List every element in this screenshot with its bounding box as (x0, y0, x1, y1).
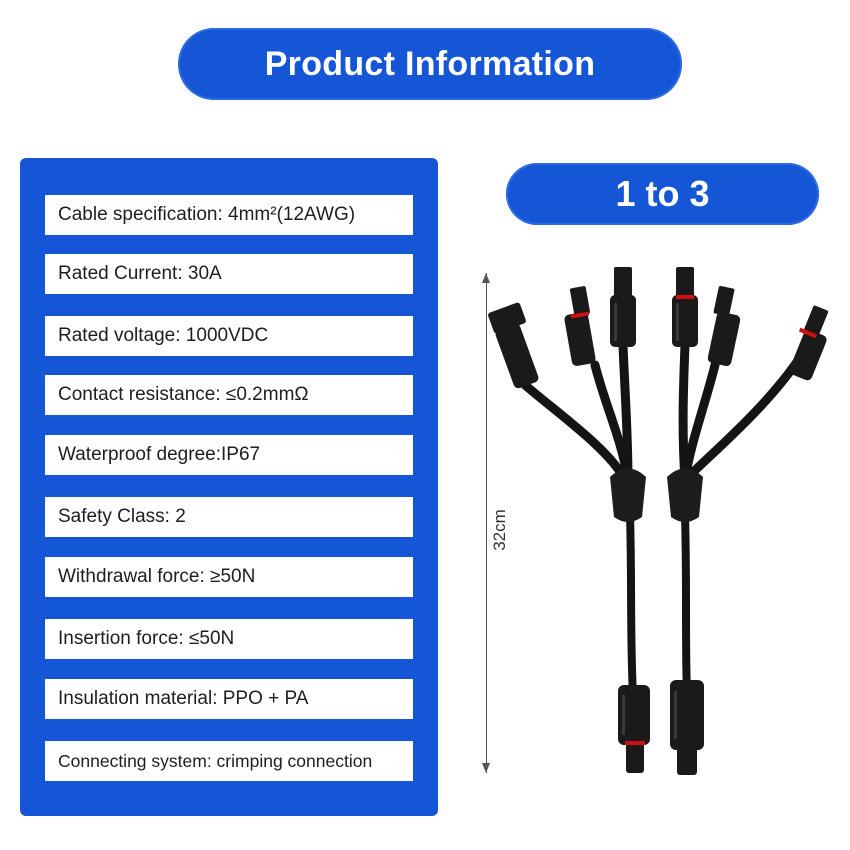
spec-rated-current: Rated Current: 30A (45, 254, 413, 294)
top-seals (570, 295, 818, 339)
ratio-badge: 1 to 3 (506, 163, 819, 225)
dimension-line (486, 273, 487, 773)
y-junction-left (610, 468, 646, 522)
spec-cable-specification: Cable specification: 4mm²(12AWG) (45, 195, 413, 235)
spec-insertion-force: Insertion force: ≤50N (45, 619, 413, 659)
spec-panel: Cable specification: 4mm²(12AWG) Rated C… (20, 158, 438, 816)
spec-withdrawal-force: Withdrawal force: ≥50N (45, 557, 413, 597)
spec-insulation-material: Insulation material: PPO + PA (45, 679, 413, 719)
page-title: Product Information (178, 28, 682, 100)
top-connectors (488, 267, 829, 389)
bottom-connectors (618, 680, 704, 775)
spec-connecting-system: Connecting system: crimping connection (45, 741, 413, 781)
bottom-seals (625, 741, 645, 745)
spec-waterproof-degree: Waterproof degree:IP67 (45, 435, 413, 475)
spec-safety-class: Safety Class: 2 (45, 497, 413, 537)
spec-contact-resistance: Contact resistance: ≤0.2mmΩ (45, 375, 413, 415)
branch-connector-image (482, 267, 829, 775)
cable-bundle (520, 340, 810, 699)
spec-rated-voltage: Rated voltage: 1000VDC (45, 316, 413, 356)
y-junction-right (667, 468, 703, 522)
